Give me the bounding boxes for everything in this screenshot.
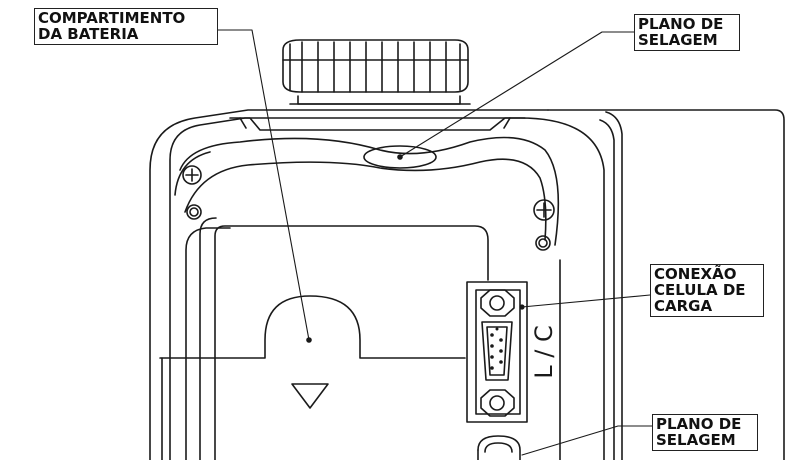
seal-point-bottom (477, 435, 521, 460)
leader-battery (217, 29, 310, 341)
battery-compartment (159, 217, 489, 460)
leader-seal-top (399, 31, 637, 158)
callout-battery-line-1: COMPARTIMENTO (38, 9, 186, 27)
leader-dot-battery (306, 337, 312, 343)
connector-plate (466, 281, 528, 423)
leader-loadcell (521, 294, 651, 308)
seal-gasket (174, 136, 560, 246)
screw-right (533, 199, 555, 251)
side-panel (547, 109, 785, 460)
top-bracket (229, 95, 526, 131)
callout-seal-plane-bottom: PLANO DE SELAGEM (652, 414, 758, 451)
callout-loadcell-line-1: CONEXÃO (654, 265, 737, 283)
callout-seal-top-line-1: PLANO DE (638, 15, 724, 33)
triangle-arrow-icon (291, 383, 329, 409)
seal-point-top (363, 145, 437, 169)
callout-seal-top-line-2: SELAGEM (638, 31, 718, 49)
callout-seal-bottom-line-2: SELAGEM (656, 431, 736, 449)
screw-left (182, 165, 202, 220)
connector-lc-label: L / C (530, 325, 558, 378)
leader-dot-loadcell (519, 304, 525, 310)
connector-pins (490, 327, 503, 370)
callout-load-cell-connection: CONEXÃO CELULA DE CARGA (650, 264, 764, 317)
callout-battery-line-2: DA BATERIA (38, 25, 139, 43)
callout-seal-bottom-line-1: PLANO DE (656, 415, 742, 433)
callout-loadcell-line-2: CELULA DE (654, 281, 746, 299)
leader-lines (217, 29, 653, 456)
leader-seal-bottom (521, 425, 653, 456)
callout-battery-compartment: COMPARTIMENTO DA BATERIA (34, 8, 218, 45)
callout-seal-plane-top: PLANO DE SELAGEM (634, 14, 740, 51)
knob (282, 39, 469, 93)
leader-dot-seal-top (397, 154, 403, 160)
front-face-outline (149, 109, 605, 460)
callout-loadcell-line-3: CARGA (654, 297, 713, 315)
